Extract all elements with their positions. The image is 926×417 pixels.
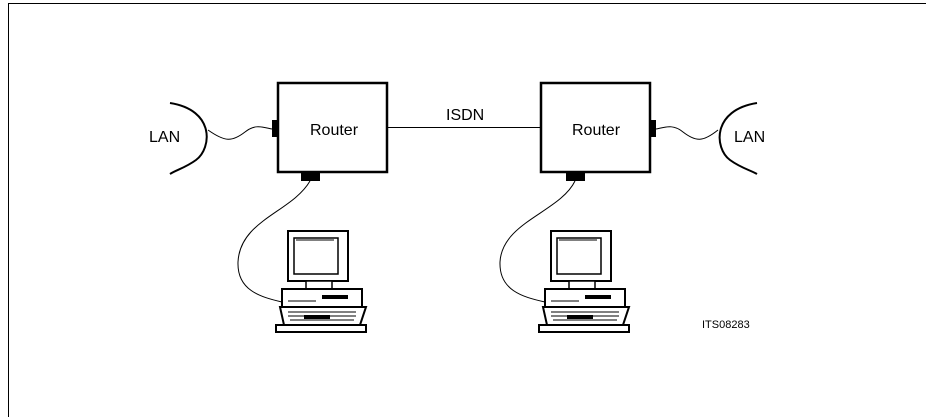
left-router-pc-port xyxy=(301,171,320,181)
left-router-label: Router xyxy=(310,122,359,139)
left-lan-cloud xyxy=(169,102,208,175)
right-lan-cloud xyxy=(718,102,758,175)
diagram-frame xyxy=(8,3,926,417)
right-lan-cable xyxy=(655,126,719,140)
right-computer-icon xyxy=(538,230,631,333)
left-computer-icon xyxy=(275,230,368,333)
isdn-label: ISDN xyxy=(446,107,484,124)
left-lan-label: LAN xyxy=(149,129,180,146)
left-lan-cable xyxy=(207,126,273,140)
right-router-lan-port xyxy=(649,120,656,137)
right-router-label: Router xyxy=(572,122,621,139)
right-pc-cable xyxy=(499,180,576,303)
right-router xyxy=(539,81,656,181)
right-router-pc-port xyxy=(566,171,585,181)
right-lan-label: LAN xyxy=(734,129,765,146)
left-pc-cable xyxy=(237,180,311,303)
figure-id: ITS08283 xyxy=(702,319,750,331)
left-router-lan-port xyxy=(272,120,279,137)
left-router xyxy=(272,81,389,181)
